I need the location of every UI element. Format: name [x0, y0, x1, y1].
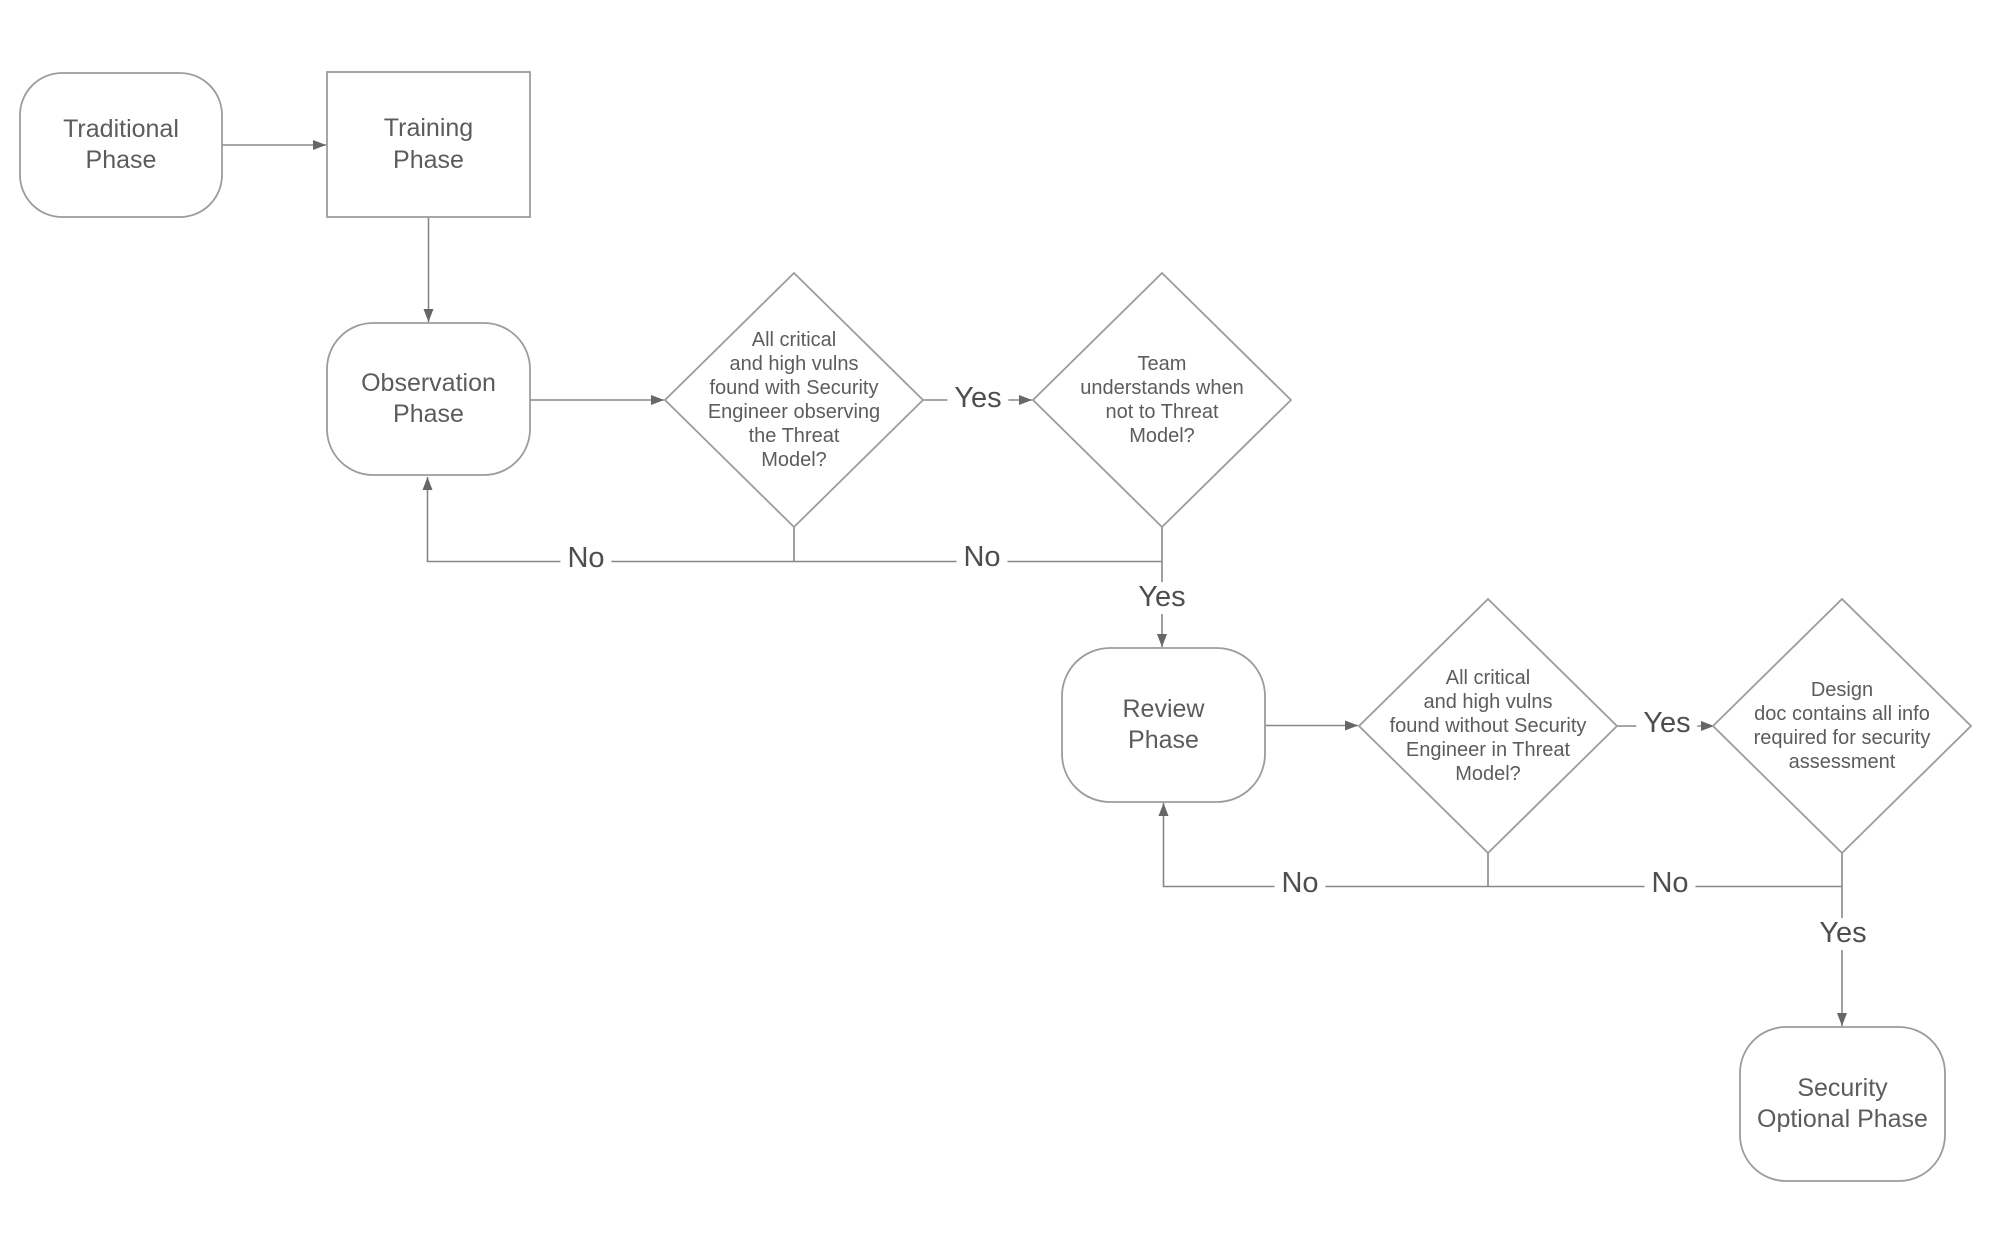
node-review-phase-shape	[1061, 647, 1266, 803]
edge-label-yes-review-decision: Yes	[1636, 707, 1698, 740]
edge-label-yes-to-review-phase: Yes	[1131, 581, 1193, 614]
node-traditional-phase-shape	[19, 72, 223, 218]
node-decision-vulns-with-se-shape	[663, 271, 925, 529]
node-decision-design-doc-shape	[1711, 597, 1973, 855]
edge-no-return-to-observation	[422, 477, 1162, 563]
node-decision-team-understands-shape	[1031, 271, 1293, 529]
node-training-phase-shape	[326, 71, 531, 218]
node-observation-phase-shape	[326, 322, 531, 476]
edge-no-return-to-review	[1158, 803, 1842, 888]
edge-label-no-design-decision: No	[1644, 867, 1696, 900]
node-decision-vulns-without-se-shape	[1357, 597, 1619, 855]
edge-label-no-return-to-review: No	[1274, 867, 1326, 900]
edge-label-yes-observation-decision: Yes	[947, 382, 1009, 415]
node-security-optional-phase-shape	[1739, 1026, 1946, 1182]
edge-label-no-return-to-observation: No	[560, 542, 612, 575]
edge-label-yes-to-security-optional: Yes	[1812, 917, 1874, 950]
edge-label-no-team-decision: No	[956, 541, 1008, 574]
